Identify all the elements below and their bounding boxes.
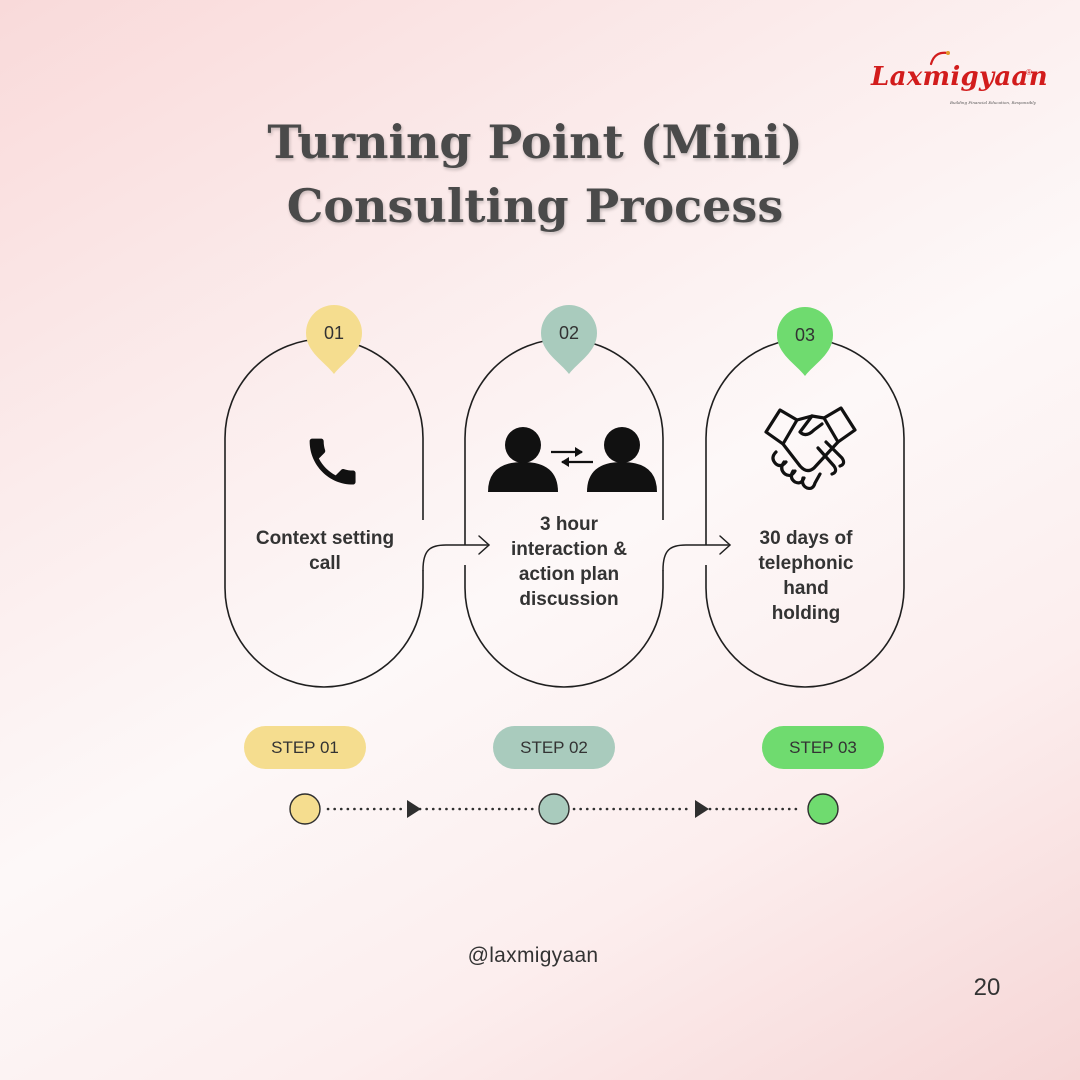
step-2-line-4: discussion — [519, 589, 619, 610]
brand-mark-icon — [929, 51, 950, 66]
progress-arrow-2 — [695, 800, 709, 818]
connector-2-3 — [662, 544, 729, 571]
phone-icon — [309, 438, 356, 485]
connector-1-2 — [422, 544, 488, 571]
two-people-exchange-icon — [488, 427, 657, 492]
brand-name: Laxmigyaan — [871, 62, 1048, 92]
step-pill-3: STEP 03 — [762, 726, 884, 769]
connector-arrow-1 — [478, 535, 491, 555]
step-number-1: 01 — [323, 323, 345, 343]
brand-registered-mark: ® — [1026, 68, 1032, 77]
step-pill-2: STEP 02 — [493, 726, 615, 769]
progress-dot-2 — [538, 793, 570, 825]
step-3-line-3: hand — [783, 578, 829, 599]
handshake-icon — [764, 406, 857, 491]
step-2-description: 3 hour interaction & action plan discuss… — [469, 512, 669, 612]
step-2-line-2: interaction & — [510, 539, 628, 560]
page-title: Turning Point (Mini) Consulting Process — [0, 110, 1070, 238]
connector-arrow-2 — [719, 535, 732, 555]
step-2-line-3: action plan — [518, 564, 620, 585]
title-line-1: Turning Point (Mini) — [267, 115, 803, 169]
step-2-line-1: 3 hour — [539, 514, 599, 535]
brand-tagline: Building Financial Education, Responsibl… — [950, 100, 1036, 105]
progress-dot-3 — [807, 793, 839, 825]
step-3-line-4: holding — [771, 603, 841, 624]
step-pill-1: STEP 01 — [244, 726, 366, 769]
step-number-2: 02 — [558, 323, 580, 343]
progress-arrow-1 — [407, 800, 421, 818]
brand-logo: Laxmigyaan ® Building Financial Educatio… — [868, 48, 1048, 110]
step-1-line-2: call — [309, 553, 341, 574]
step-number-3: 03 — [794, 325, 816, 345]
step-1-description: Context setting call — [225, 526, 425, 576]
step-3-line-2: telephonic — [758, 553, 854, 574]
progress-dot-1 — [289, 793, 321, 825]
pin-badge-1 — [306, 305, 362, 374]
pin-badge-3 — [777, 307, 833, 376]
pin-badge-2 — [541, 305, 597, 374]
page-number: 20 — [973, 974, 1001, 1001]
step-3-description: 30 days of telephonic hand holding — [706, 526, 906, 626]
step-3-line-1: 30 days of — [759, 528, 853, 549]
social-handle: @laxmigyaan — [467, 944, 599, 967]
title-line-2: Consulting Process — [286, 179, 784, 233]
card-outline-1 — [224, 338, 424, 688]
card-outline-3 — [705, 338, 905, 688]
step-1-line-1: Context setting — [255, 528, 395, 549]
